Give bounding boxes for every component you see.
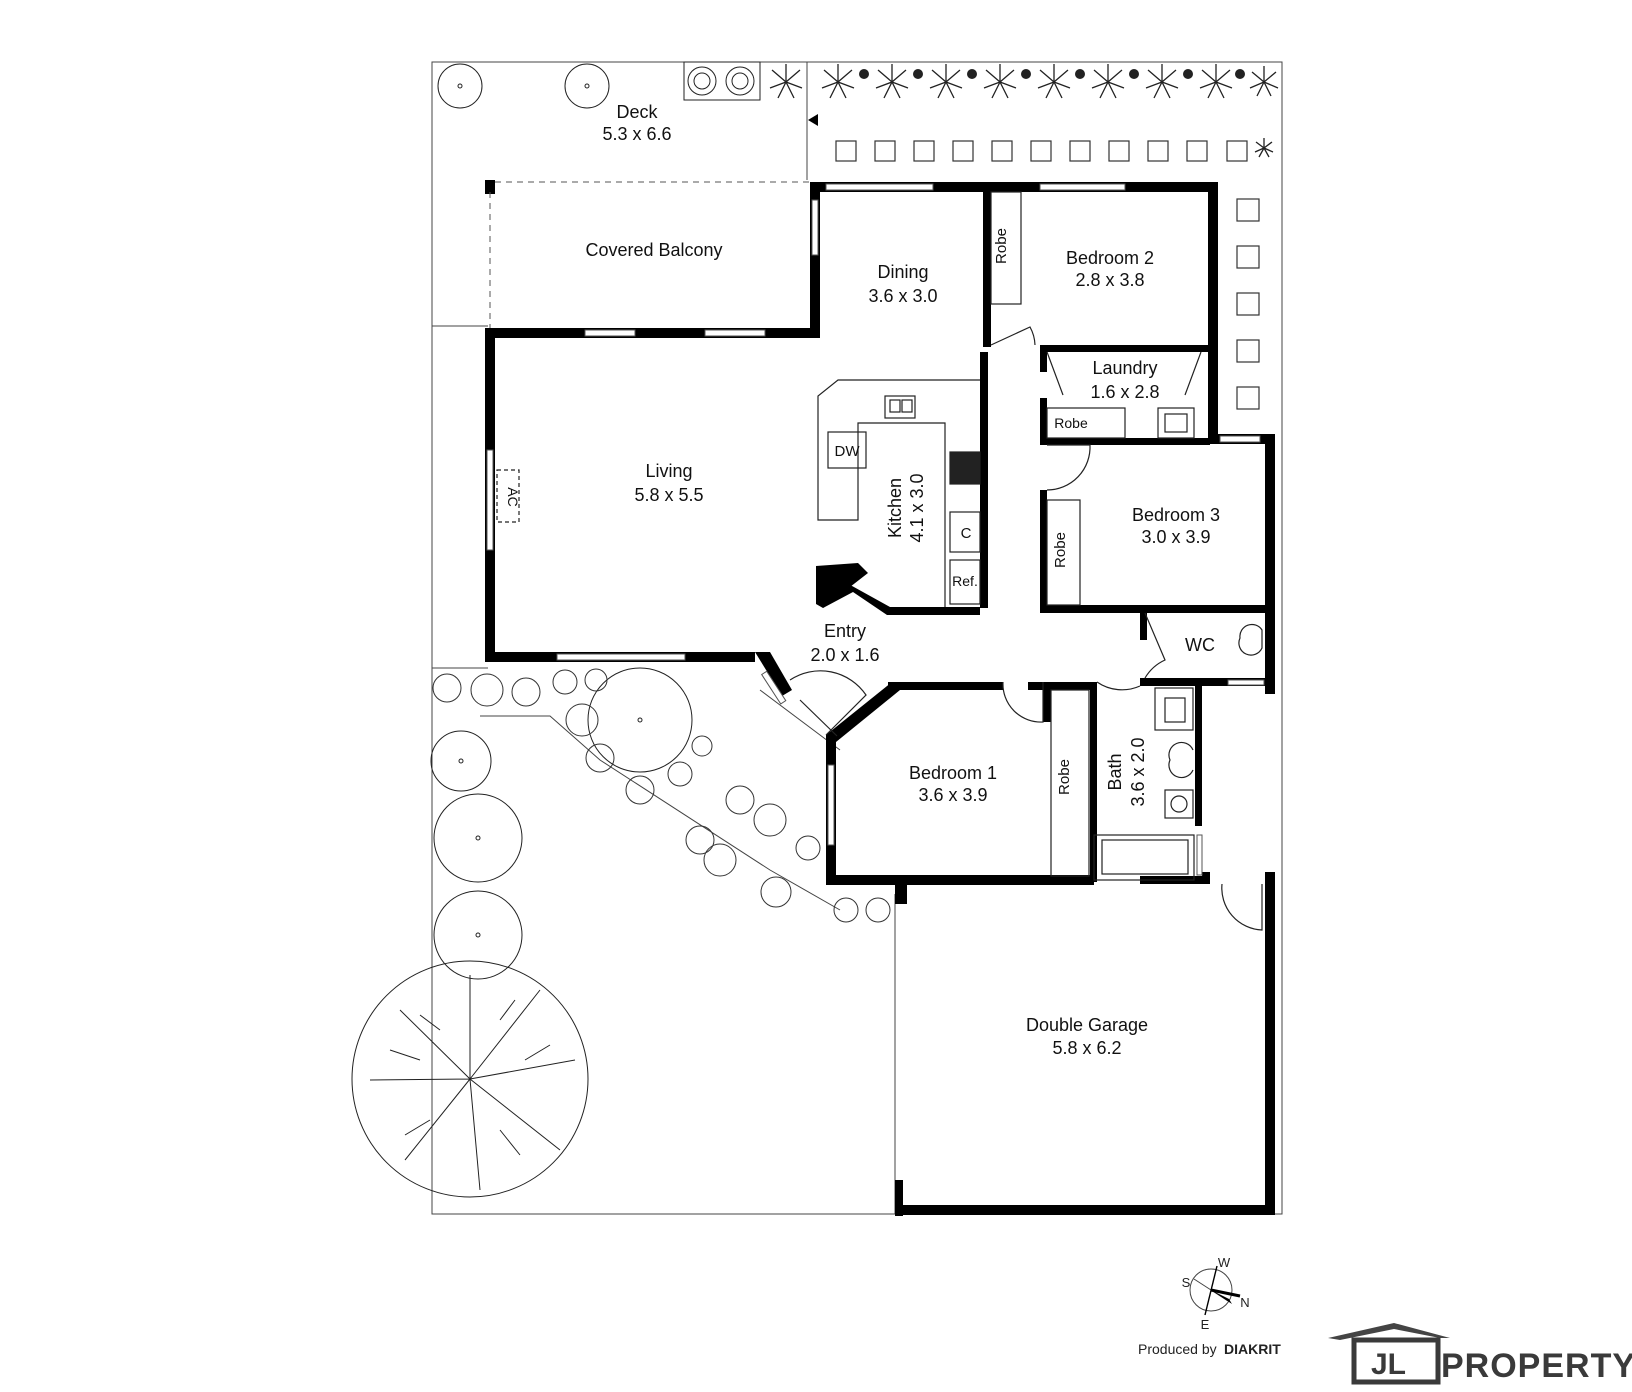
garage-name: Double Garage [1026,1015,1148,1035]
brand-initials: JL [1371,1348,1406,1381]
bath-size: 3.6 x 2.0 [1128,737,1148,806]
paving-tiles [835,140,1260,410]
bedroom3-name: Bedroom 3 [1132,505,1220,525]
credit-company: DIAKRIT [1224,1341,1281,1357]
compass-e: E [1201,1317,1210,1332]
windows [486,183,1265,876]
deck-name: Deck [616,102,658,122]
compass-s: S [1182,1275,1191,1290]
robe-laundry-label: Robe [1054,415,1088,431]
doors [789,326,1263,931]
robe-bedroom3-label: Robe [1052,532,1069,568]
compass-w: W [1218,1255,1231,1270]
bedroom1-name: Bedroom 1 [909,763,997,783]
compass: W S N E [1182,1255,1250,1332]
bath-name: Bath [1105,753,1125,790]
brand-name: PROPERTY [1441,1347,1632,1385]
kitchen-name: Kitchen [885,478,905,538]
ref-label: Ref. [952,573,978,589]
dw-label: DW [835,443,861,460]
bedroom2-size: 2.8 x 3.8 [1075,270,1144,290]
ac-label: AC [505,487,521,506]
brand-logo: JL PROPERTY [1328,1323,1632,1385]
living-size: 5.8 x 5.5 [634,485,703,505]
deck-size: 5.3 x 6.6 [602,124,671,144]
bedroom2-name: Bedroom 2 [1066,248,1154,268]
garage-size: 5.8 x 6.2 [1052,1038,1121,1058]
entry-name: Entry [824,621,866,641]
compass-n: N [1240,1295,1249,1310]
dining-name: Dining [877,262,928,282]
wc-label: WC [1185,635,1215,655]
kitchen-size: 4.1 x 3.0 [907,473,927,542]
c-label: C [961,525,972,542]
bedroom1-size: 3.6 x 3.9 [918,785,987,805]
credit: Produced by DIAKRIT [1138,1341,1281,1357]
robe-bedroom1-label: Robe [1056,759,1073,795]
robe-bedroom2-label: Robe [993,228,1010,264]
room-labels: Deck 5.3 x 6.6 Covered Balcony Dining 3.… [505,102,1220,1058]
bedroom3-size: 3.0 x 3.9 [1141,527,1210,547]
site-outline [431,61,1283,1215]
laundry-name: Laundry [1092,358,1157,378]
covered-balcony-name: Covered Balcony [585,240,722,260]
fixtures [496,191,1263,881]
garden [351,667,891,1198]
credit-prefix: Produced by [1138,1341,1217,1357]
living-name: Living [645,461,692,481]
plant-row [437,61,1279,158]
entry-size: 2.0 x 1.6 [810,645,879,665]
dining-size: 3.6 x 3.0 [868,286,937,306]
laundry-size: 1.6 x 2.8 [1090,382,1159,402]
